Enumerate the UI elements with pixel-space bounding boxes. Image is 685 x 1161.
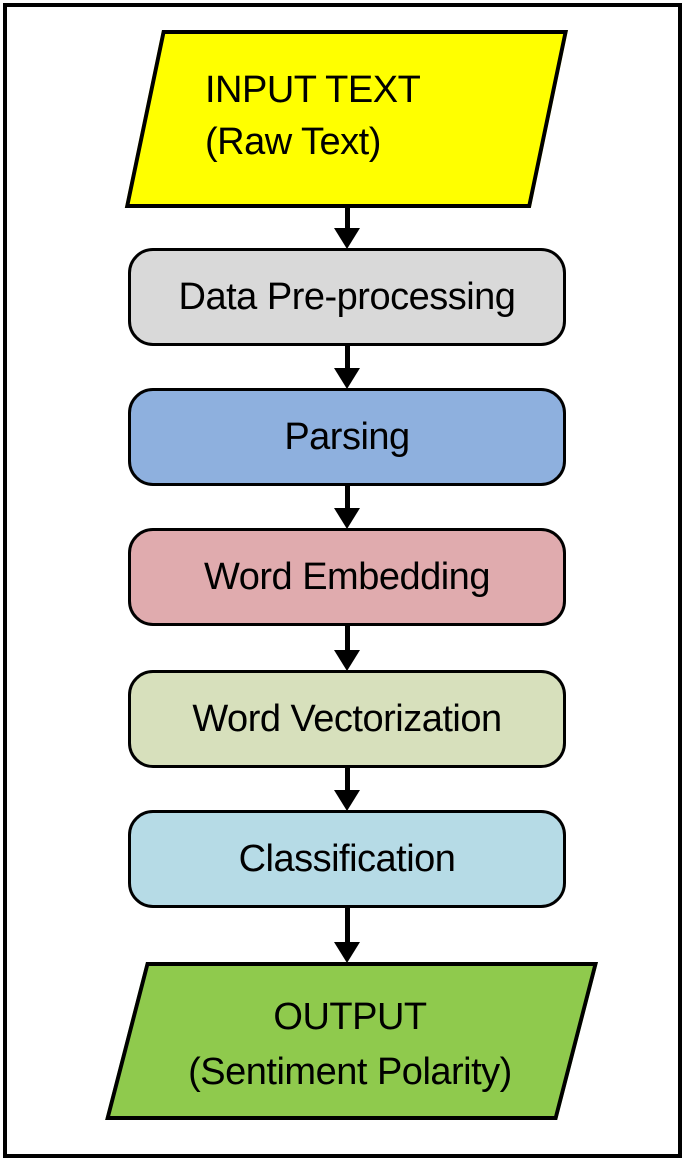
- flow-arrow-classification-to-output: [334, 906, 360, 963]
- node-parsing-label: Parsing: [284, 415, 410, 458]
- arrow-head-icon: [334, 228, 360, 249]
- node-data-preprocessing: Data Pre-processing: [128, 248, 566, 346]
- output-label-line1: OUTPUT: [273, 996, 427, 1038]
- arrow-stem: [344, 486, 350, 510]
- arrow-head-icon: [334, 508, 360, 529]
- arrow-head-icon: [334, 368, 360, 389]
- arrow-stem: [344, 625, 350, 652]
- flow-arrow-parsing-to-embedding: [334, 486, 360, 529]
- arrow-stem: [344, 906, 350, 944]
- flow-arrow-preprocessing-to-parsing: [334, 345, 360, 389]
- arrow-head-icon: [334, 650, 360, 671]
- output-label-line2: (Sentiment Polarity): [188, 1051, 512, 1093]
- flow-arrow-vectorization-to-classification: [334, 766, 360, 811]
- flow-arrow-embedding-to-vectorization: [334, 625, 360, 671]
- arrow-stem: [344, 766, 350, 792]
- flow-arrow-input-to-preprocessing: [334, 208, 360, 249]
- node-word-vectorization: Word Vectorization: [128, 670, 566, 768]
- node-word-embedding-label: Word Embedding: [204, 555, 490, 598]
- node-input-text-label: INPUT TEXT (Raw Text): [205, 64, 421, 168]
- node-data-preprocessing-label: Data Pre-processing: [178, 275, 516, 318]
- input-label-line1: INPUT TEXT: [205, 69, 421, 111]
- arrow-head-icon: [334, 790, 360, 811]
- arrow-stem: [344, 208, 350, 230]
- arrow-head-icon: [334, 942, 360, 963]
- node-word-embedding: Word Embedding: [128, 528, 566, 626]
- node-classification: Classification: [128, 810, 566, 908]
- node-parsing: Parsing: [128, 388, 566, 486]
- node-output-label: OUTPUT (Sentiment Polarity): [120, 990, 580, 1100]
- node-word-vectorization-label: Word Vectorization: [192, 697, 502, 740]
- input-label-line2: (Raw Text): [205, 121, 381, 163]
- node-classification-label: Classification: [238, 837, 456, 880]
- arrow-stem: [344, 345, 350, 370]
